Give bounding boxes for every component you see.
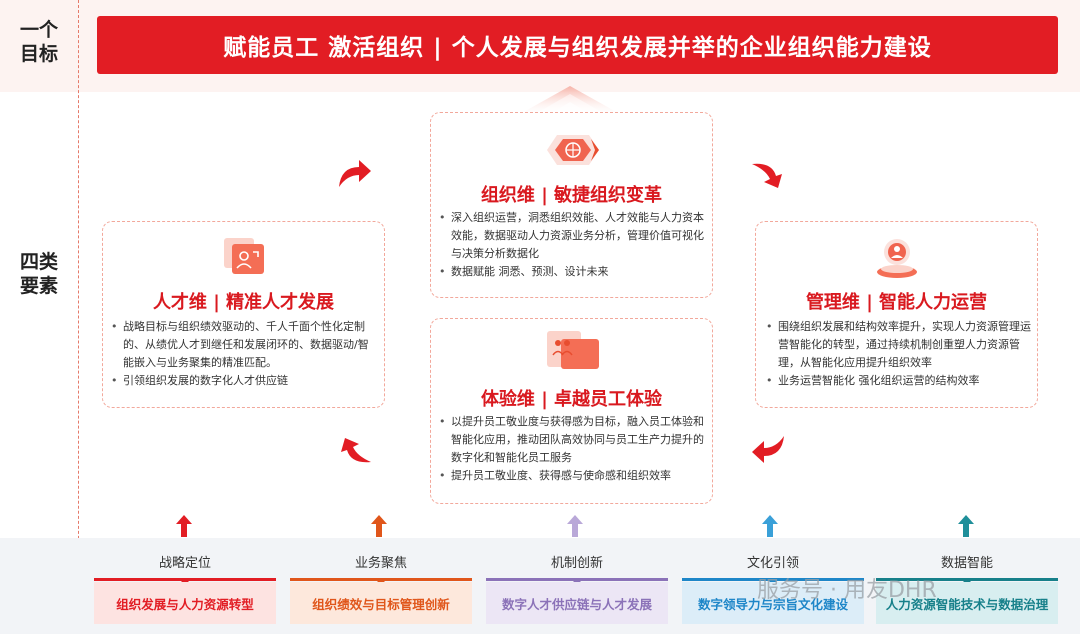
label-elements-line2: 要素 xyxy=(19,275,58,297)
label-elements: 四类 要素 xyxy=(0,250,78,298)
left-divider xyxy=(78,0,79,634)
card-talent: 人才维 | 精准人才发展 战略目标与组织绩效驱动的、千人千面个性化定制的、从绩优… xyxy=(102,221,385,408)
card-organization: 组织维 | 敏捷组织变革 深入组织运营，洞悉组织效能、人才效能与人力资本效能，数… xyxy=(430,112,713,298)
label-goal-line2: 目标 xyxy=(19,43,58,65)
card-experience-title: 体验维 | 卓越员工体验 xyxy=(480,389,663,410)
pillar-name: 数据智能 xyxy=(940,556,993,571)
up-arrow-icon xyxy=(762,515,778,537)
up-arrow-icon xyxy=(958,515,974,537)
card-experience-bullet-2: 提升员工敬业度、获得感与使命感和组织效率 xyxy=(439,467,707,485)
pillar-name: 机制创新 xyxy=(550,556,603,571)
pillar-content: 人力资源智能技术与数据治理 xyxy=(876,582,1058,624)
pillar-divider xyxy=(486,578,668,581)
card-organization-bullet-1: 深入组织运营，洞悉组织效能、人才效能与人力资本效能，数据驱动人力资源业务分析，管… xyxy=(439,209,707,263)
card-experience: 体验维 | 卓越员工体验 以提升员工敬业度与获得感为目标，融入员工体验和智能化应… xyxy=(430,318,713,504)
card-talent-bullet-1: 战略目标与组织绩效驱动的、千人千面个性化定制的、从绩优人才到继任和发展闭环的、数… xyxy=(111,318,379,372)
pillar-divider xyxy=(290,578,472,581)
up-arrow-icon xyxy=(567,515,583,537)
pillar-name: 战略定位 xyxy=(158,556,211,571)
card-organization-bullet-2: 数据赋能 洞悉、预测、设计未来 xyxy=(439,263,707,281)
up-arrow-icon xyxy=(176,515,192,537)
pillar-divider xyxy=(94,578,276,581)
network-icon xyxy=(547,135,599,165)
label-goal-line1: 一个 xyxy=(19,19,58,41)
label-elements-line1: 四类 xyxy=(19,251,58,273)
talent-icon xyxy=(224,238,264,274)
curved-arrow-top-right-icon xyxy=(752,163,782,188)
card-experience-bullet-1: 以提升员工敬业度与获得感为目标，融入员工体验和智能化应用，推动团队高效协同与员工… xyxy=(439,413,707,467)
curved-arrow-top-left-icon xyxy=(339,160,371,187)
card-talent-title: 人才维 | 精准人才发展 xyxy=(152,292,335,313)
pillar-name: 业务聚焦 xyxy=(354,556,407,571)
pillar-content: 组织发展与人力资源转型 xyxy=(94,582,276,624)
pillar-content: 数字领导力与宗旨文化建设 xyxy=(682,582,864,624)
operations-icon xyxy=(877,239,917,278)
card-management: 管理维 | 智能人力运营 围绕组织发展和结构效率提升，实现人力资源管理运营智能化… xyxy=(755,221,1038,408)
card-management-title: 管理维 | 智能人力运营 xyxy=(805,292,988,313)
card-organization-list: 深入组织运营，洞悉组织效能、人才效能与人力资本效能，数据驱动人力资源业务分析，管… xyxy=(439,209,707,281)
watermark: 服务号 · 用友DHR xyxy=(757,578,937,603)
card-talent-list: 战略目标与组织绩效驱动的、千人千面个性化定制的、从绩优人才到继任和发展闭环的、数… xyxy=(111,318,379,390)
pillar-content: 数字人才供应链与人才发展 xyxy=(486,582,668,624)
up-arrow-icon xyxy=(371,515,387,537)
team-icon xyxy=(547,331,599,369)
curved-arrow-bottom-left-icon xyxy=(341,438,371,463)
pillar-divider xyxy=(876,578,1058,581)
card-organization-title: 组织维 | 敏捷组织变革 xyxy=(480,185,663,206)
pillar-divider xyxy=(682,578,864,581)
goal-title: 赋能员工 激活组织 | 个人发展与组织发展并举的企业组织能力建设 xyxy=(97,16,1058,74)
card-management-bullet-1: 围绕组织发展和结构效率提升，实现人力资源管理运营智能化的转型，通过持续机制创重塑… xyxy=(766,318,1032,372)
card-experience-list: 以提升员工敬业度与获得感为目标，融入员工体验和智能化应用，推动团队高效协同与员工… xyxy=(439,413,707,485)
pillar-content: 组织绩效与目标管理创新 xyxy=(290,582,472,624)
card-talent-bullet-2: 引领组织发展的数字化人才供应链 xyxy=(111,372,379,390)
curved-arrow-bottom-right-icon xyxy=(752,436,784,463)
card-management-list: 围绕组织发展和结构效率提升，实现人力资源管理运营智能化的转型，通过持续机制创重塑… xyxy=(766,318,1032,390)
up-arrow-icon xyxy=(520,86,620,114)
card-management-bullet-2: 业务运营智能化 强化组织运营的结构效率 xyxy=(766,372,1032,390)
pillar-name: 文化引领 xyxy=(746,556,799,571)
label-goal: 一个 目标 xyxy=(0,18,78,66)
